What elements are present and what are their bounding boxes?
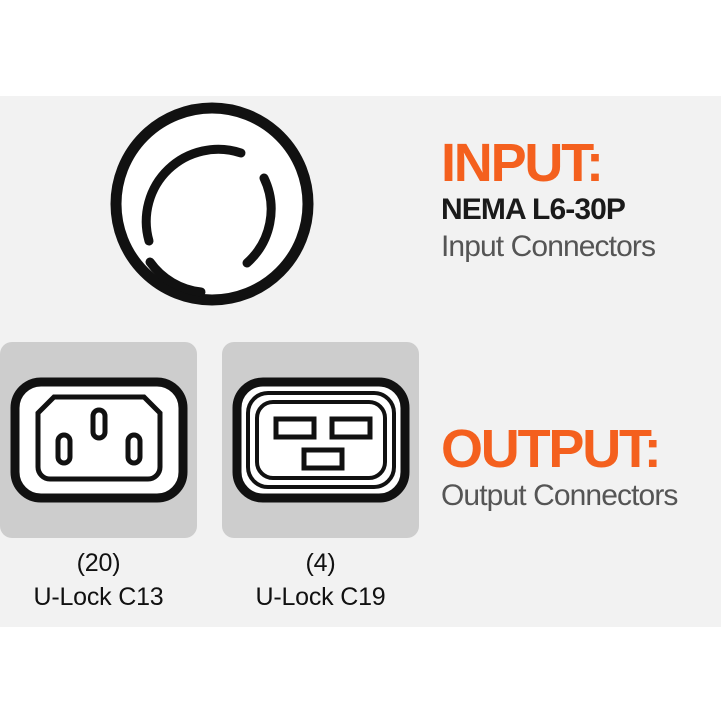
caption-c13: (20) U-Lock C13 bbox=[0, 546, 197, 614]
caption-c19-count: (4) bbox=[305, 549, 336, 577]
iec-c13-outlet-icon bbox=[10, 377, 187, 503]
caption-c19: (4) U-Lock C19 bbox=[222, 546, 419, 614]
input-spec-block: INPUT: NEMA L6-30P Input Connectors bbox=[441, 135, 721, 266]
iec-c19-outlet-icon bbox=[232, 377, 409, 503]
input-model: NEMA L6-30P bbox=[441, 193, 626, 226]
nema-l6-30p-icon-graphic bbox=[110, 102, 314, 306]
nema-l6-30p-twist-lock-icon bbox=[104, 96, 320, 312]
output-heading: OUTPUT: bbox=[441, 419, 662, 479]
output-connector-panels bbox=[0, 342, 420, 538]
spec-text-column: INPUT: NEMA L6-30P Input Connectors OUTP… bbox=[441, 96, 721, 627]
input-description: Input Connectors bbox=[441, 230, 656, 263]
input-heading: INPUT: bbox=[441, 133, 604, 193]
caption-c13-count: (20) bbox=[76, 549, 121, 577]
output-spec-block: OUTPUT: Output Connectors bbox=[441, 421, 721, 515]
connector-panel-c19 bbox=[222, 342, 419, 538]
connector-captions: (20) U-Lock C13 (4) U-Lock C19 bbox=[0, 546, 420, 626]
output-description: Output Connectors bbox=[441, 479, 678, 512]
connector-panel-c13 bbox=[0, 342, 197, 538]
caption-c13-name: U-Lock C13 bbox=[33, 583, 164, 611]
caption-c19-name: U-Lock C19 bbox=[255, 583, 386, 611]
